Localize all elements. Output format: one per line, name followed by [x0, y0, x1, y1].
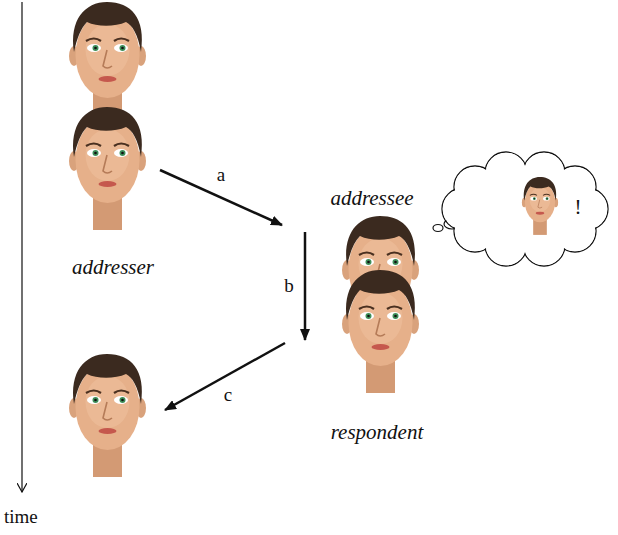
response-arrow — [165, 343, 285, 410]
arrow-letter: a — [215, 164, 227, 187]
face-figure — [522, 177, 558, 235]
face-node: respondent — [296, 340, 441, 446]
arrow-letter: c — [222, 384, 234, 407]
axis-label: time — [2, 506, 40, 529]
thought-bubble: ! — [440, 150, 610, 270]
face-figure — [69, 2, 146, 125]
thought-mark: ! — [575, 195, 582, 220]
arrow-letter: b — [282, 275, 296, 298]
role-label: addresser — [72, 255, 154, 280]
message-arrow — [304, 232, 307, 340]
face-figure — [69, 107, 146, 230]
face-node: addressee — [282, 186, 427, 232]
face-figure — [69, 354, 146, 477]
face-node: addresser — [55, 100, 160, 282]
role-label: addressee — [330, 186, 413, 211]
thought-bubble-dot — [433, 225, 443, 232]
thought-cloud — [440, 150, 610, 270]
face-figure — [342, 270, 419, 393]
role-label: respondent — [331, 420, 424, 445]
time-axis — [21, 2, 22, 492]
